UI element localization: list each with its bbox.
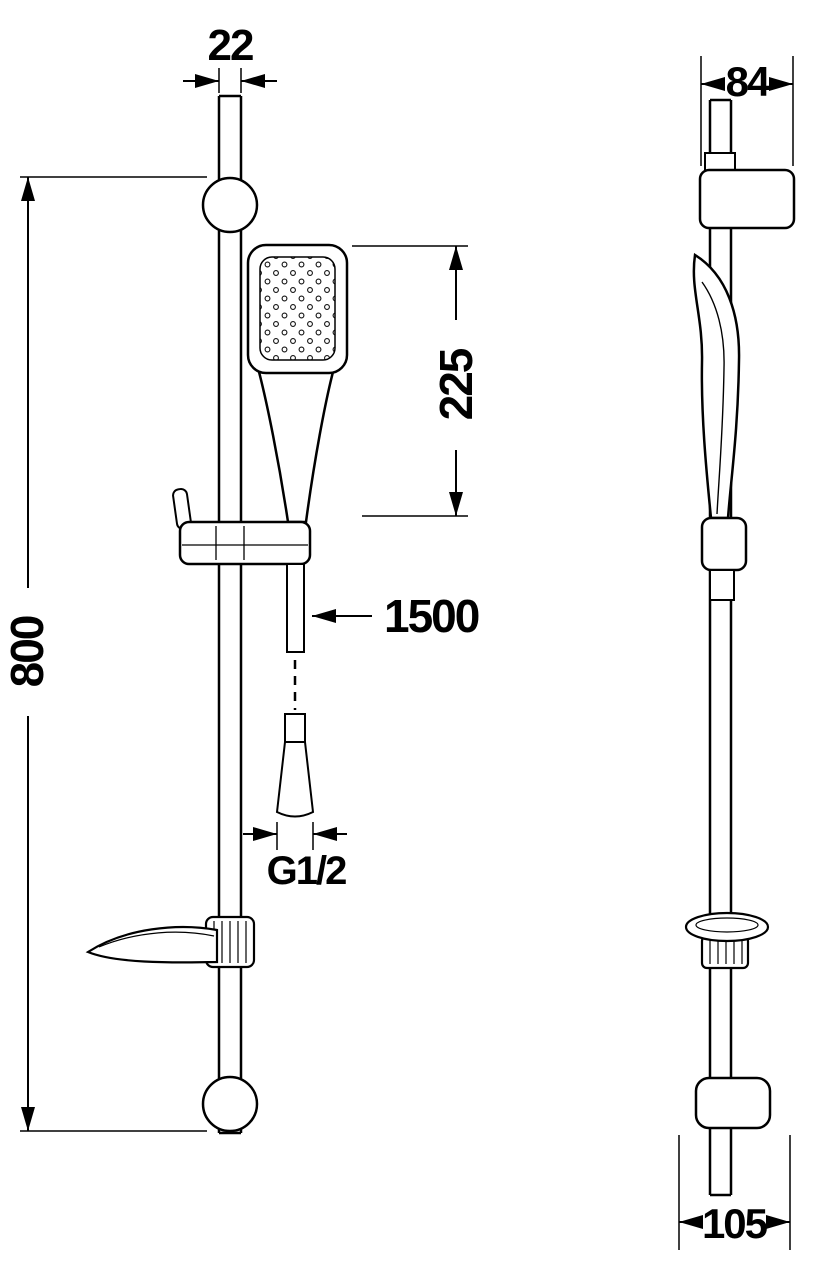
bottom-bracket-front [201, 1075, 259, 1133]
dim-label-hand-shower-length: 225 [430, 348, 482, 420]
top-bracket-front [201, 176, 259, 234]
hand-shower-head [246, 243, 349, 375]
side-view: 84 105 [678, 56, 796, 1250]
hose-connector-cone [275, 741, 315, 818]
soap-dish-side [684, 911, 770, 970]
dim-label-rail-width: 22 [208, 21, 253, 70]
hose-connector-neck [284, 713, 306, 743]
slide-rail-side [708, 98, 733, 1197]
dimension-hose-thread: G1/2 [243, 822, 348, 893]
soap-dish-front [85, 915, 256, 969]
hand-shower-side [692, 252, 748, 601]
slider-holder-front [172, 487, 312, 566]
handle-end-side [709, 569, 735, 601]
dim-label-hose-thread: G1/2 [267, 849, 346, 893]
slide-rail-front [217, 94, 243, 1135]
dimension-hand-shower-length: 225 [352, 245, 482, 517]
top-bracket-side [698, 152, 796, 230]
bottom-bracket-side [694, 1076, 772, 1130]
dimension-rail-height: 800 [1, 176, 207, 1132]
dim-label-bracket-width: 84 [726, 58, 771, 105]
dimension-bracket-width: 84 [700, 56, 794, 166]
shower-hose [275, 563, 315, 818]
spray-face [259, 256, 336, 361]
dim-label-rail-height: 800 [1, 616, 53, 687]
front-view: 22 800 225 1500 G1/2 [1, 21, 482, 1135]
dim-label-base-depth: 105 [702, 1200, 768, 1247]
hand-shower-handle [256, 366, 336, 524]
dim-label-hose-length: 1500 [384, 590, 479, 642]
dimension-base-depth: 105 [678, 1135, 791, 1250]
slider-holder-side [700, 516, 748, 572]
dimension-rail-width: 22 [183, 21, 277, 93]
dimension-hose-length: 1500 [312, 590, 481, 642]
